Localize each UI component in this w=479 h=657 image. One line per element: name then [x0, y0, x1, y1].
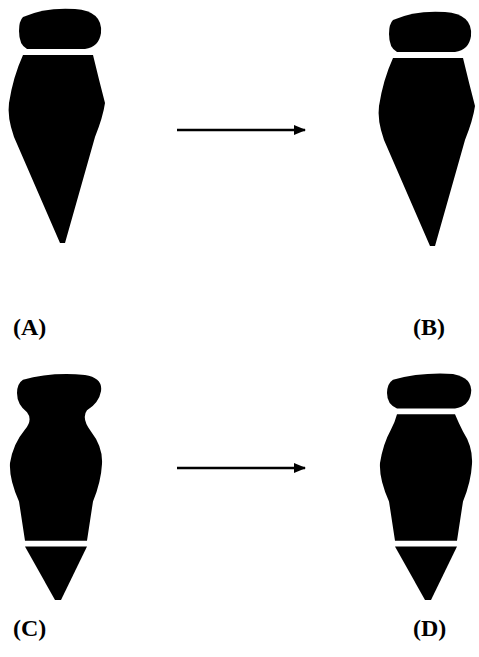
cell-figure: (D) [375, 372, 477, 642]
arrow-connector [177, 129, 305, 132]
panel-label: (B) [413, 313, 445, 341]
cell-segment [380, 414, 472, 541]
cell-segment [389, 12, 471, 52]
cell-shape [5, 5, 107, 245]
cell-segment [25, 546, 87, 600]
cell-shape [5, 372, 107, 602]
cell-segment [395, 546, 457, 600]
panel-label: (D) [413, 614, 446, 642]
panel-label: (C) [13, 614, 46, 642]
cell-segment [387, 374, 471, 409]
cell-segment [9, 55, 105, 243]
arrow-connector [177, 467, 305, 470]
cell-figure: (B) [375, 8, 477, 341]
cell-shape [375, 372, 477, 602]
cell-segment [379, 58, 475, 246]
cell-figure: (A) [5, 5, 107, 341]
cell-segment [10, 374, 102, 541]
cell-shape [375, 8, 477, 248]
cell-segment [19, 9, 101, 49]
cell-figure: (C) [5, 372, 107, 642]
panel-label: (A) [13, 313, 46, 341]
